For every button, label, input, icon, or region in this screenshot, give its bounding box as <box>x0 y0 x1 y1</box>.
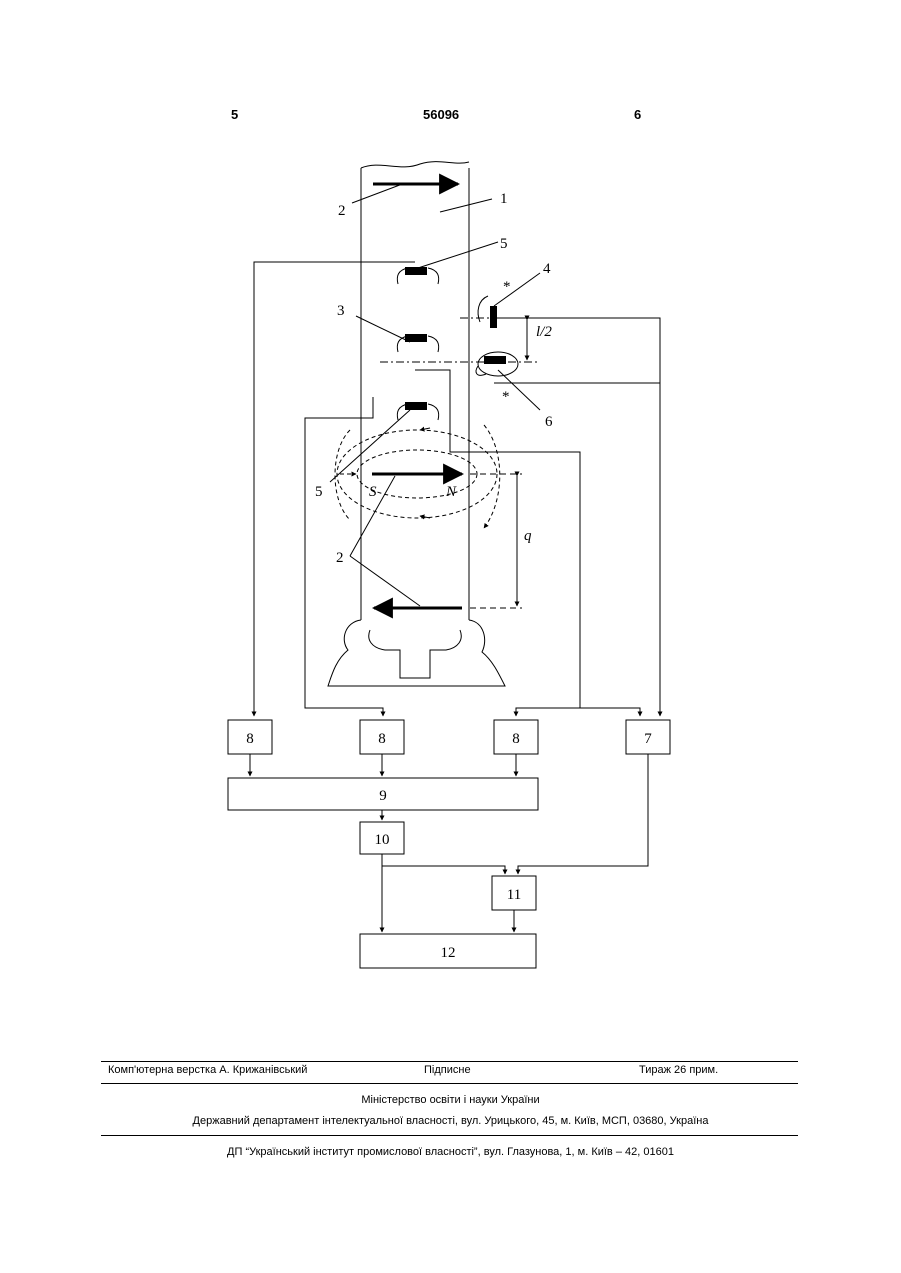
callout-2-top: 2 <box>338 203 346 219</box>
block-7-label: 7 <box>644 731 652 747</box>
pole-s: S <box>369 484 377 500</box>
block-9-label: 9 <box>379 788 387 804</box>
sensor-5-top <box>405 267 427 275</box>
footer-layout: Комп'ютерна верстка А. Крижанівський <box>108 1064 307 1076</box>
footer-rule-bottom <box>101 1135 798 1136</box>
footer-institute: ДП “Український інститут промислової вла… <box>0 1146 901 1158</box>
rail-outline <box>361 168 469 620</box>
sensor-5-lower <box>405 402 427 410</box>
footer-department: Державний департамент інтелектуальної вл… <box>0 1115 901 1127</box>
callout-2-bottom: 2 <box>336 550 344 566</box>
sensor-4 <box>490 306 497 328</box>
sensor-3 <box>405 334 427 342</box>
block-8b-label: 8 <box>378 731 386 747</box>
callout-star-bottom: * <box>502 389 510 405</box>
sensor-6 <box>484 356 506 364</box>
callout-star-top: * <box>503 279 511 295</box>
block-8a-label: 8 <box>246 731 254 747</box>
footer-circulation: Тираж 26 прим. <box>639 1064 718 1076</box>
footer-rule-top <box>101 1061 798 1062</box>
footer-ministry: Міністерство освіти і науки України <box>0 1094 901 1106</box>
pole-n: N <box>445 484 457 500</box>
block-12-label: 12 <box>441 945 456 961</box>
callout-6: 6 <box>545 414 553 430</box>
callout-1: 1 <box>500 191 508 207</box>
footer-signed: Підписне <box>424 1064 471 1076</box>
callout-4: 4 <box>543 261 551 277</box>
callout-3: 3 <box>337 303 345 319</box>
dimension-l2: l/2 <box>536 324 552 340</box>
dimension-q: q <box>524 528 532 544</box>
block-11-label: 11 <box>507 887 521 903</box>
callout-5-left: 5 <box>315 484 323 500</box>
rail-top-break <box>361 162 469 168</box>
footer-rule-middle <box>101 1083 798 1084</box>
block-10-label: 10 <box>375 832 390 848</box>
callout-5-top: 5 <box>500 236 508 252</box>
rail-foot <box>328 620 505 686</box>
block-8c-label: 8 <box>512 731 520 747</box>
